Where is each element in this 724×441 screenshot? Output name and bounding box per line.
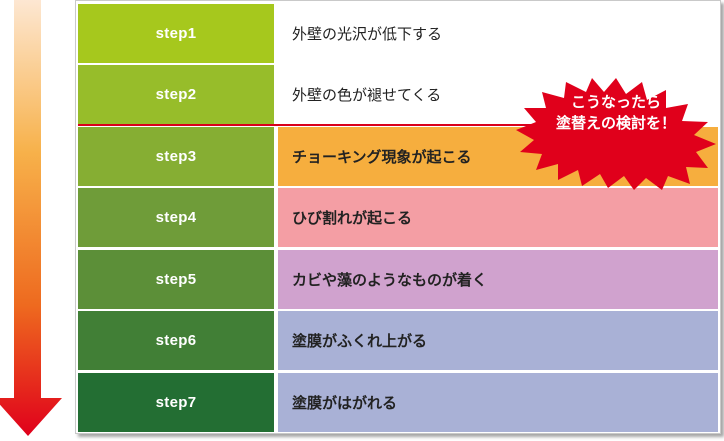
step-label: step7 [78,373,274,432]
step-row-4: step4 ひび割れが起こる [78,188,718,247]
callout-line-1: こうなったら [570,93,661,111]
step-description: カビや藻のようなものが着く [278,250,718,309]
step-row-1: step1 外壁の光沢が低下する [78,4,718,63]
callout-line-2: 塗替えの検討を！ [555,114,676,132]
step-label: step6 [78,311,274,370]
step-description: 外壁の光沢が低下する [278,4,718,63]
step-label: step4 [78,188,274,247]
step-row-6: step6 塗膜がふくれ上がる [78,311,718,370]
down-arrow-icon [0,0,62,436]
step-label: step3 [78,127,274,186]
step-label: step2 [78,65,274,124]
step-description: ひび割れが起こる [278,188,718,247]
step-row-7: step7 塗膜がはがれる [78,373,718,432]
step-description: 塗膜がはがれる [278,373,718,432]
step-table: step1 外壁の光沢が低下する step2 外壁の色が褪せてくる step3 … [75,0,721,434]
starburst-callout-icon [516,78,716,190]
callout-text: こうなったら 塗替えの検討を！ [516,92,716,134]
threshold-line [78,124,668,126]
step-row-5: step5 カビや藻のようなものが着く [78,250,718,309]
step-row-2: step2 外壁の色が褪せてくる [78,65,718,124]
step-description: 塗膜がふくれ上がる [278,311,718,370]
step-label: step5 [78,250,274,309]
step-label: step1 [78,4,274,63]
